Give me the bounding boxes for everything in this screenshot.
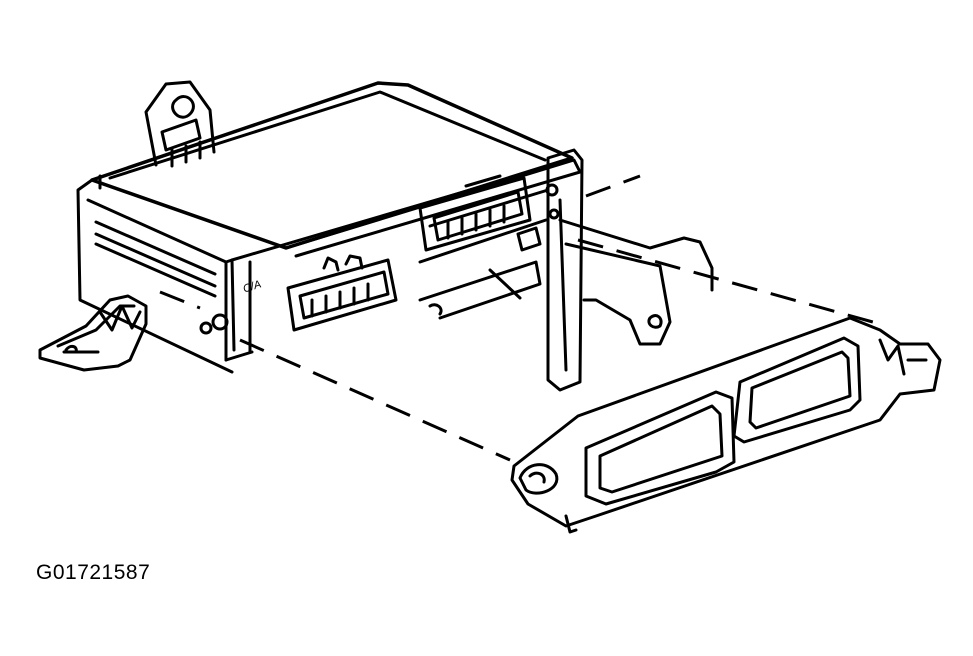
connector-left [286, 254, 398, 332]
bracket-bolt-holes [199, 183, 560, 335]
mounting-bracket [418, 148, 942, 534]
connector-right [418, 174, 532, 252]
figure-id-label: G01721587 [36, 561, 151, 584]
alignment-lines [159, 174, 881, 462]
control-module [38, 80, 582, 374]
